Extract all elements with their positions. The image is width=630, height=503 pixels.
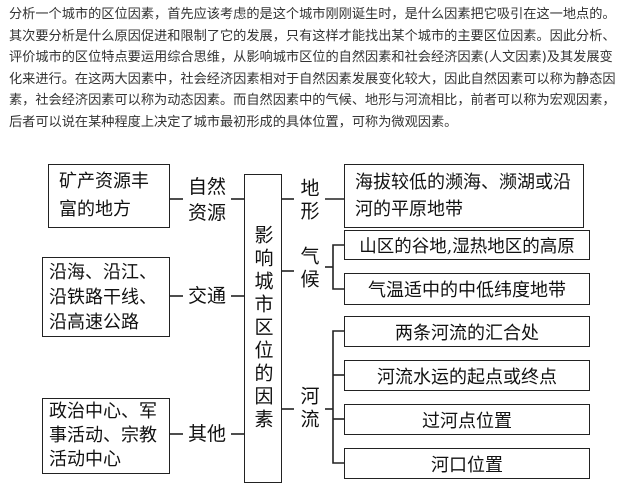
center-title: 影响城市区位的因素 xyxy=(251,225,274,432)
item-river-confluence: 两条河流的汇合处 xyxy=(344,316,590,347)
connector-line xyxy=(332,244,344,290)
label-terrain: 地形 xyxy=(294,176,324,226)
label-river: 河流 xyxy=(294,384,324,434)
label-terrain-text: 地形 xyxy=(297,178,320,224)
urban-location-factors-diagram: 矿产资源丰富的地方 沿海、沿江、沿铁路干线、沿高速公路 政治中心、军事活动、宗教… xyxy=(0,152,630,503)
example-other: 政治中心、军事活动、宗教活动中心 xyxy=(42,398,170,474)
center-box: 影响城市区位的因素 xyxy=(244,174,282,483)
label-climate: 气候 xyxy=(294,244,324,294)
item-river-crossing: 过河点位置 xyxy=(344,404,590,435)
item-river-transport-endpoint: 河流水运的起点或终点 xyxy=(344,360,590,391)
example-transport: 沿海、沿江、沿铁路干线、沿高速公路 xyxy=(42,257,170,337)
label-climate-text: 气候 xyxy=(297,246,320,292)
connector-lines xyxy=(170,198,344,464)
label-river-text: 河流 xyxy=(297,386,320,432)
example-natural-resources: 矿产资源丰富的地方 xyxy=(48,164,170,228)
item-river-mouth: 河口位置 xyxy=(344,448,590,479)
item-climate-valley-plateau: 山区的谷地,湿热地区的高原 xyxy=(344,230,590,260)
item-climate-mid-low-latitude: 气温适中的中低纬度地带 xyxy=(344,273,590,305)
label-natural-resources: 自然资源 xyxy=(187,176,226,224)
connector-line xyxy=(332,330,344,464)
label-transport: 交通 xyxy=(187,285,226,307)
item-terrain-plain: 海拔较低的濒海、濒湖或沿河的平原地带 xyxy=(344,164,584,228)
intro-paragraph: 分析一个城市的区位因素，首先应该考虑的是这个城市刚刚诞生时，是什么因素把它吸引在… xyxy=(9,7,616,130)
label-other: 其他 xyxy=(187,423,226,445)
